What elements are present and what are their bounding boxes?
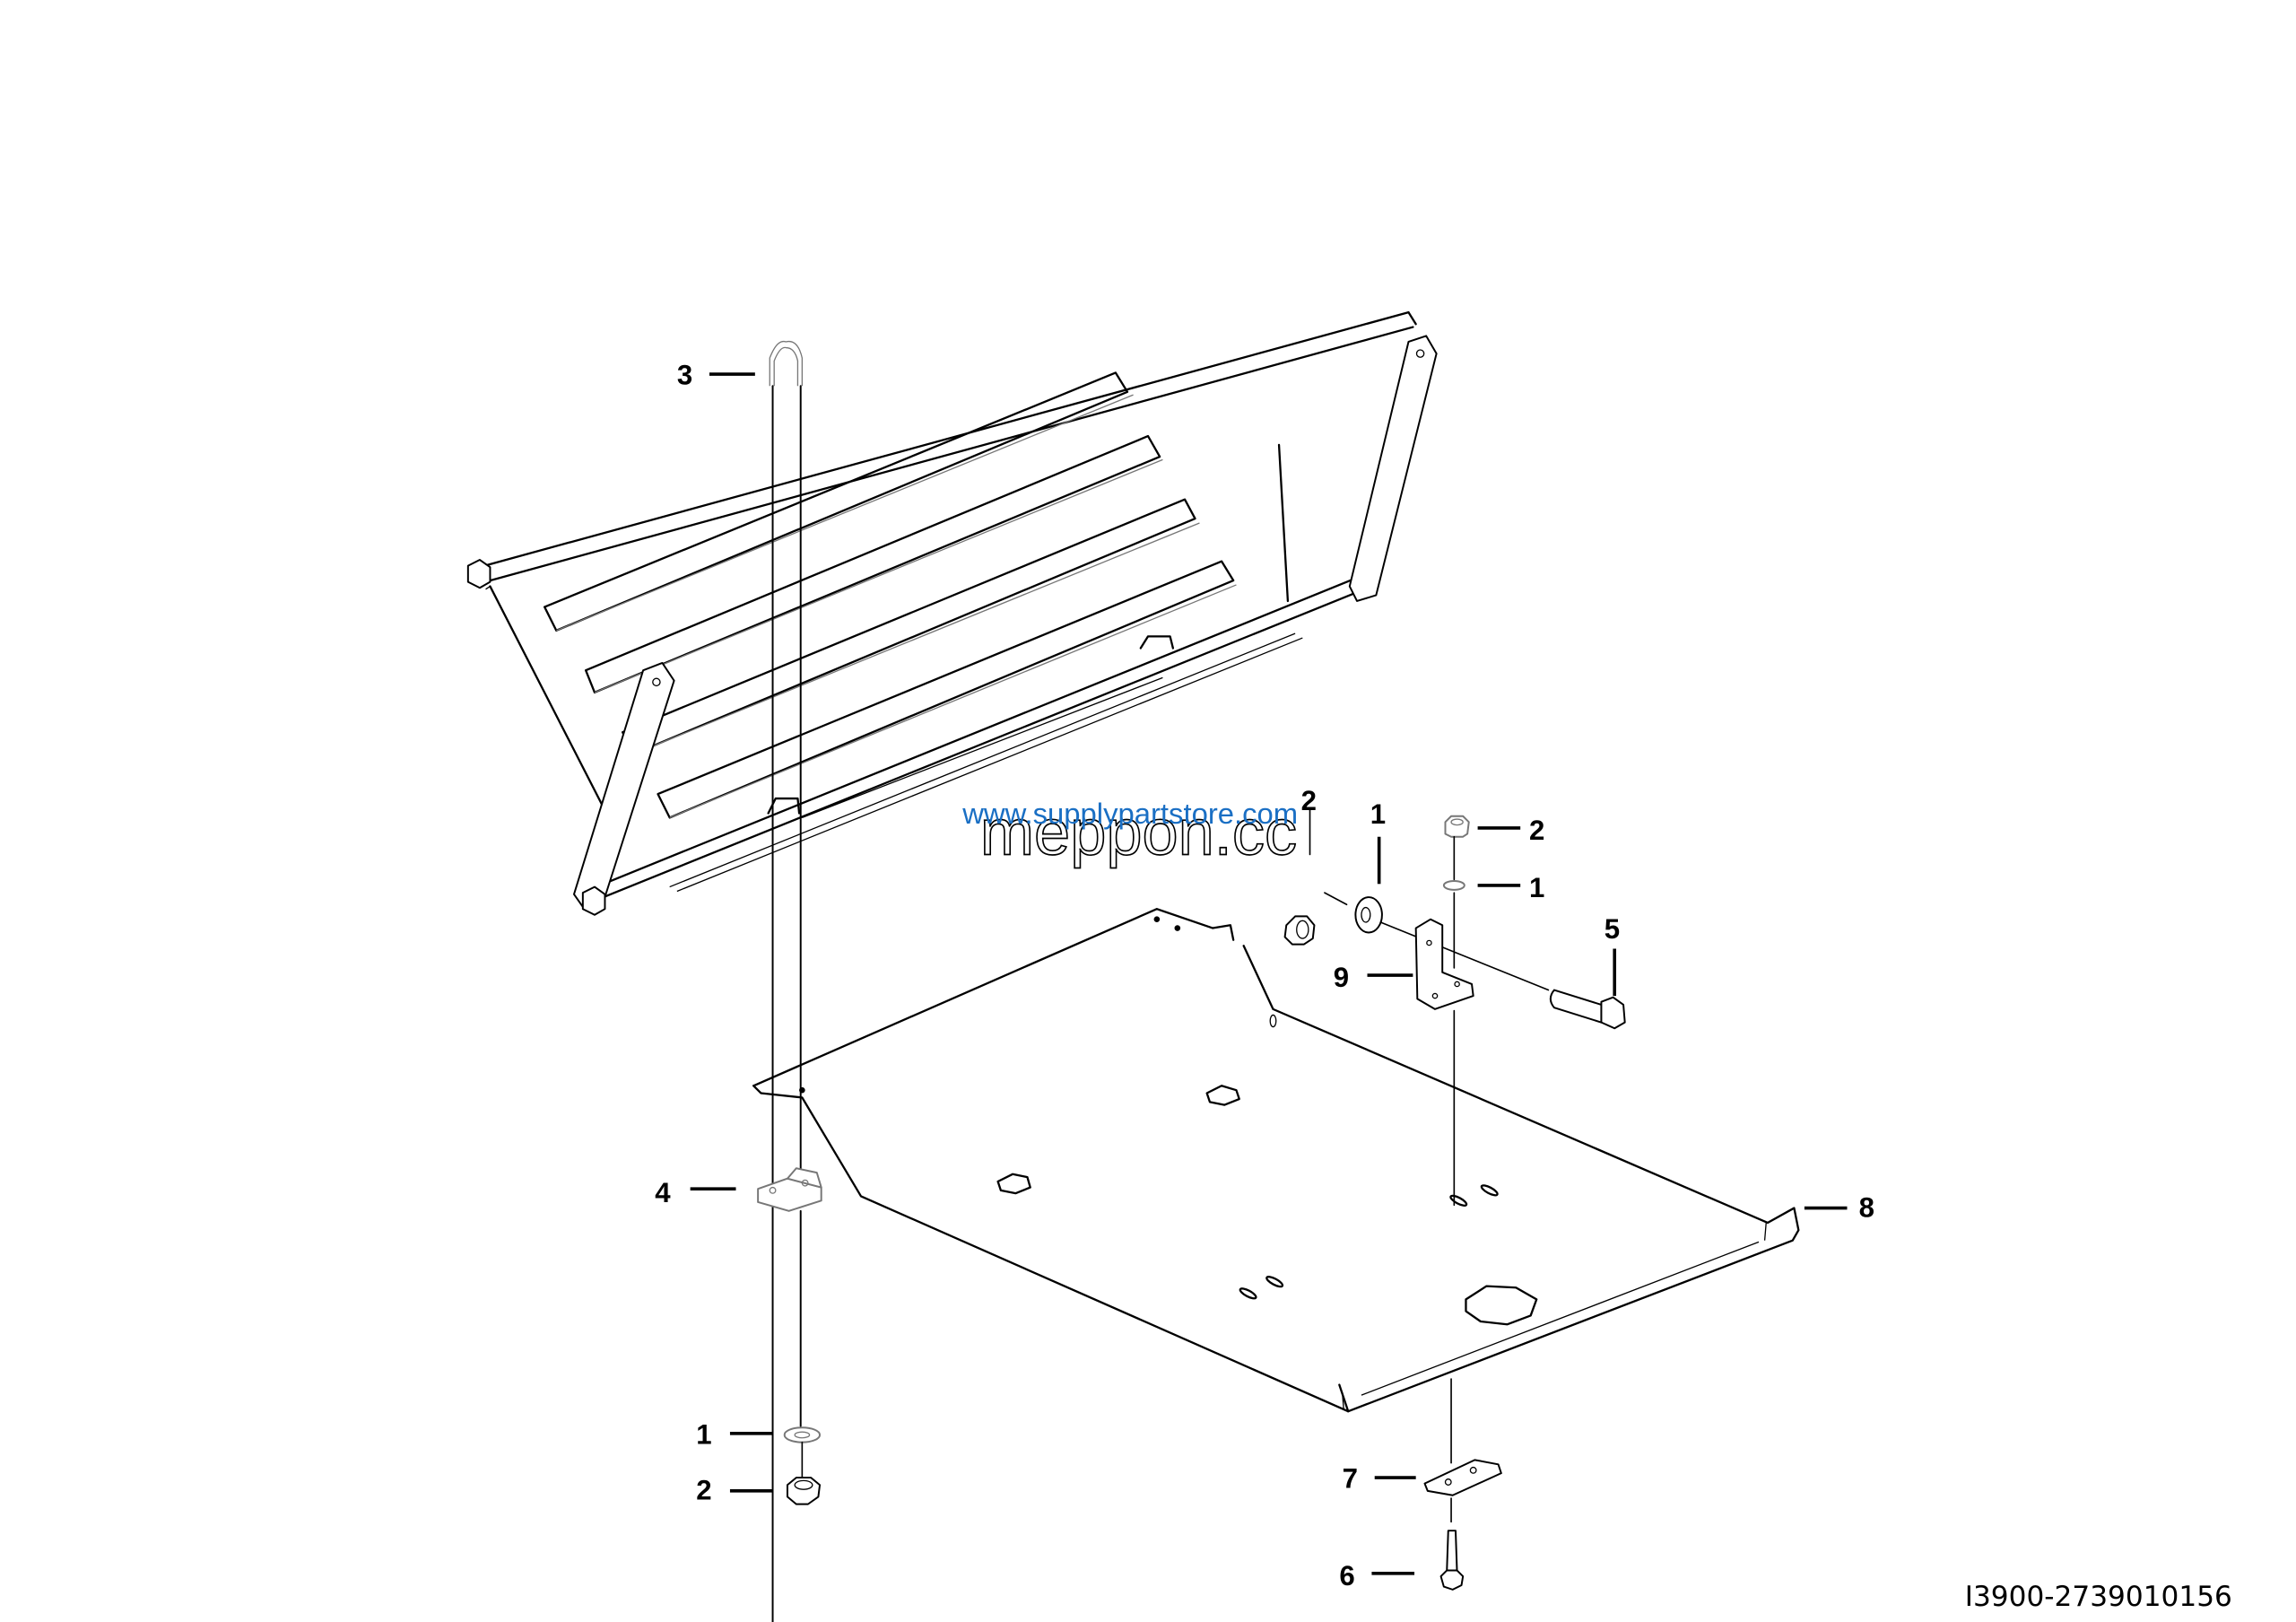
callout-3[interactable]: 3: [677, 360, 755, 391]
callout-2-upper-right[interactable]: 2: [1477, 815, 1545, 846]
bolt: [1439, 1530, 1465, 1591]
hex-hole-upper: [1205, 1085, 1240, 1106]
callout-label: 1: [1529, 872, 1544, 903]
clamp-block: [757, 1167, 822, 1212]
nut-lower-left: [786, 1477, 822, 1505]
callout-label: 9: [1334, 962, 1349, 993]
callout-1-upper-right[interactable]: 1: [1477, 872, 1545, 903]
hex-bolt-end-left-top: [466, 559, 491, 589]
support-arm-right: [1348, 335, 1438, 602]
louvered-rack: [466, 310, 1438, 916]
callout-label: 2: [696, 1475, 711, 1506]
callout-label: 7: [1343, 1463, 1358, 1495]
washer-lower-left: [783, 1426, 822, 1443]
callout-7[interactable]: 7: [1343, 1463, 1416, 1495]
plate: [1423, 1459, 1502, 1496]
u-bolt: [769, 340, 804, 1622]
hex-hole-left: [996, 1173, 1031, 1195]
callout-label: 1: [1370, 798, 1386, 830]
drawing-code: I3900-2739010156: [1965, 1581, 2232, 1613]
callout-label: 3: [677, 360, 692, 391]
support-arm-left: [573, 661, 675, 916]
callout-9[interactable]: 9: [1334, 962, 1413, 993]
callout-4[interactable]: 4: [655, 1177, 736, 1208]
octagon-hole: [1465, 1285, 1538, 1326]
callout-1-upper-center[interactable]: 1: [1370, 798, 1386, 885]
watermark-url: www.supplypartstore.com: [961, 797, 1298, 830]
nut-upper-center: [1283, 915, 1316, 946]
callout-1-lower-left[interactable]: 1: [696, 1418, 773, 1450]
callout-label: 5: [1605, 913, 1620, 945]
callout-6[interactable]: 6: [1339, 1560, 1415, 1591]
nut-upper-right: [1444, 815, 1470, 838]
skid-plate: [752, 908, 1800, 1413]
watermark-outline: meppon.cc: [980, 797, 1297, 868]
callout-2-lower-left[interactable]: 2: [696, 1475, 773, 1506]
callout-label: 8: [1859, 1191, 1874, 1223]
callout-label: 1: [696, 1418, 711, 1450]
callout-label: 6: [1339, 1560, 1354, 1591]
callout-label: 2: [1529, 815, 1544, 846]
callout-5[interactable]: 5: [1605, 913, 1620, 997]
callout-label: 4: [655, 1177, 671, 1208]
hex-bolt: [1549, 989, 1626, 1030]
washer-upper-center: [1354, 896, 1383, 934]
angle-bracket: [1414, 918, 1474, 1010]
callout-2-upper-center[interactable]: 2: [1301, 785, 1317, 816]
callout-label: 2: [1301, 785, 1317, 816]
washer-upper-right: [1442, 880, 1465, 891]
callout-8[interactable]: 8: [1804, 1191, 1874, 1223]
